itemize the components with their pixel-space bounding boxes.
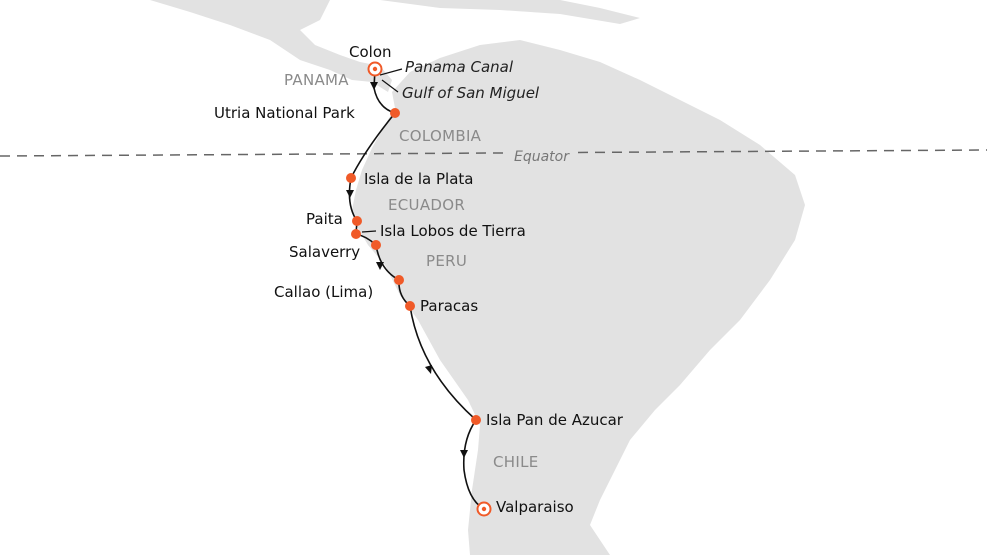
leader-panama-canal: [379, 68, 403, 76]
leader-lobos: [361, 230, 377, 233]
cruise-route: [348, 68, 485, 510]
port-marker[interactable]: [394, 275, 404, 285]
port-marker[interactable]: [390, 108, 400, 118]
port-label-utria[interactable]: Utria National Park: [214, 104, 355, 122]
port-label-salaverry[interactable]: Salaverry: [289, 243, 361, 261]
port-marker[interactable]: [471, 415, 481, 425]
arrow-icon: [425, 365, 432, 374]
port-label-paita[interactable]: Paita: [306, 210, 343, 228]
port-marker[interactable]: [405, 301, 415, 311]
waypoint-gulf-of-san-miguel: Gulf of San Miguel: [402, 84, 540, 102]
land-south-america: [352, 40, 805, 555]
waypoint-panama-canal: Panama Canal: [405, 58, 514, 76]
country-label-colombia: COLOMBIA: [399, 127, 482, 145]
port-marker[interactable]: [346, 173, 356, 183]
port-markers: [346, 61, 492, 517]
country-label-panama: PANAMA: [284, 71, 349, 89]
country-label-ecuador: ECUADOR: [388, 196, 466, 214]
direction-arrows: [346, 82, 468, 458]
end-port-marker-dot: [481, 506, 487, 512]
equator-label: Equator: [508, 149, 575, 165]
port-marker[interactable]: [351, 229, 361, 239]
port-label-isla-de-la-plata[interactable]: Isla de la Plata: [364, 170, 474, 188]
leader-gulf-san-miguel: [381, 79, 399, 93]
equator-line: [0, 149, 987, 157]
country-label-peru: PERU: [426, 252, 468, 270]
arrow-icon: [376, 262, 384, 270]
port-label-paracas[interactable]: Paracas: [420, 297, 479, 315]
port-marker[interactable]: [352, 216, 362, 226]
port-label-colon[interactable]: Colon: [349, 43, 392, 61]
port-label-isla-pan-de-azucar[interactable]: Isla Pan de Azucar: [486, 411, 623, 429]
arrow-icon: [346, 190, 354, 198]
port-label-valparaiso[interactable]: Valparaiso: [496, 498, 574, 516]
arrow-icon: [460, 450, 468, 458]
port-label-isla-lobos-de-tierra[interactable]: Isla Lobos de Tierra: [380, 222, 526, 240]
port-label-callao[interactable]: Callao (Lima): [274, 283, 374, 301]
land-central-america: [150, 0, 392, 92]
arrow-icon: [370, 82, 378, 90]
country-label-chile: CHILE: [493, 453, 539, 471]
start-port-marker-dot: [372, 66, 378, 72]
land-caribbean: [380, 0, 640, 24]
port-marker[interactable]: [371, 240, 381, 250]
